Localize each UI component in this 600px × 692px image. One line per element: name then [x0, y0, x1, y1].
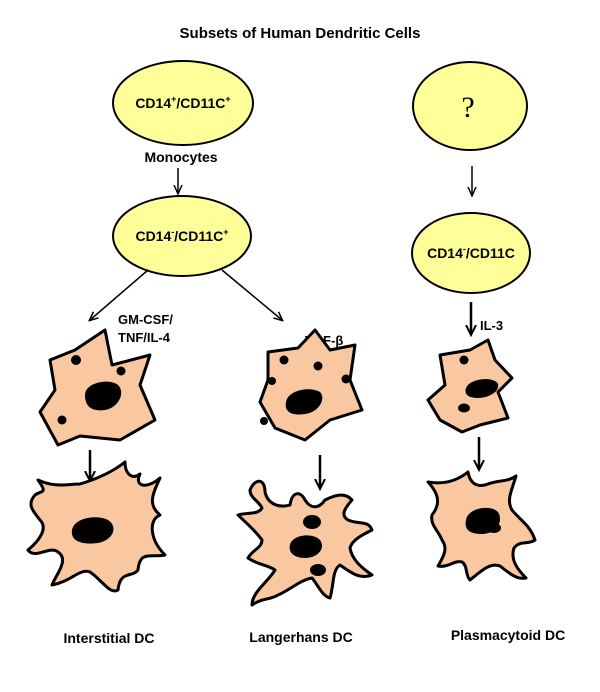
- arrow-to-interstitial: [90, 269, 149, 320]
- diagram-title: Subsets of Human Dendritic Cells: [180, 25, 421, 42]
- plasmacytoid-precursor-node: CD14-/CD11C: [411, 212, 531, 294]
- caption-interstitial-dc: Interstitial DC: [63, 630, 154, 646]
- monocyte-precursor-node: CD14+/CD11C+: [112, 60, 254, 146]
- cytokine-tnf-il4: TNF/IL-4: [118, 330, 171, 345]
- monocyte-precursor-label: CD14+/CD11C+: [135, 94, 230, 111]
- plasmacytoid-precursor-label: CD14-/CD11C: [427, 244, 515, 261]
- cytokine-il3: IL-3: [480, 318, 503, 333]
- arrow-to-langerhans: [221, 269, 282, 320]
- intermediate-label: CD14-/CD11C+: [135, 227, 228, 244]
- intermediate-node: CD14-/CD11C+: [112, 195, 252, 277]
- caption-plasmacytoid-dc: Plasmacytoid DC: [451, 627, 565, 643]
- mature-interstitial-cell: [26, 460, 167, 593]
- mature-plasmacytoid-cell: [426, 470, 537, 582]
- immature-plasmacytoid-cell: [426, 338, 514, 434]
- caption-langerhans-dc: Langerhans DC: [249, 629, 352, 645]
- mature-langerhans-cell: [236, 479, 374, 607]
- monocytes-label: Monocytes: [144, 149, 217, 165]
- question-mark: ?: [461, 91, 474, 124]
- cytokine-gmcsf: GM-CSF/: [118, 312, 173, 327]
- unknown-precursor-node: ?: [412, 61, 528, 151]
- immature-interstitial-cell: [38, 328, 157, 447]
- immature-langerhans-cell: [258, 328, 364, 442]
